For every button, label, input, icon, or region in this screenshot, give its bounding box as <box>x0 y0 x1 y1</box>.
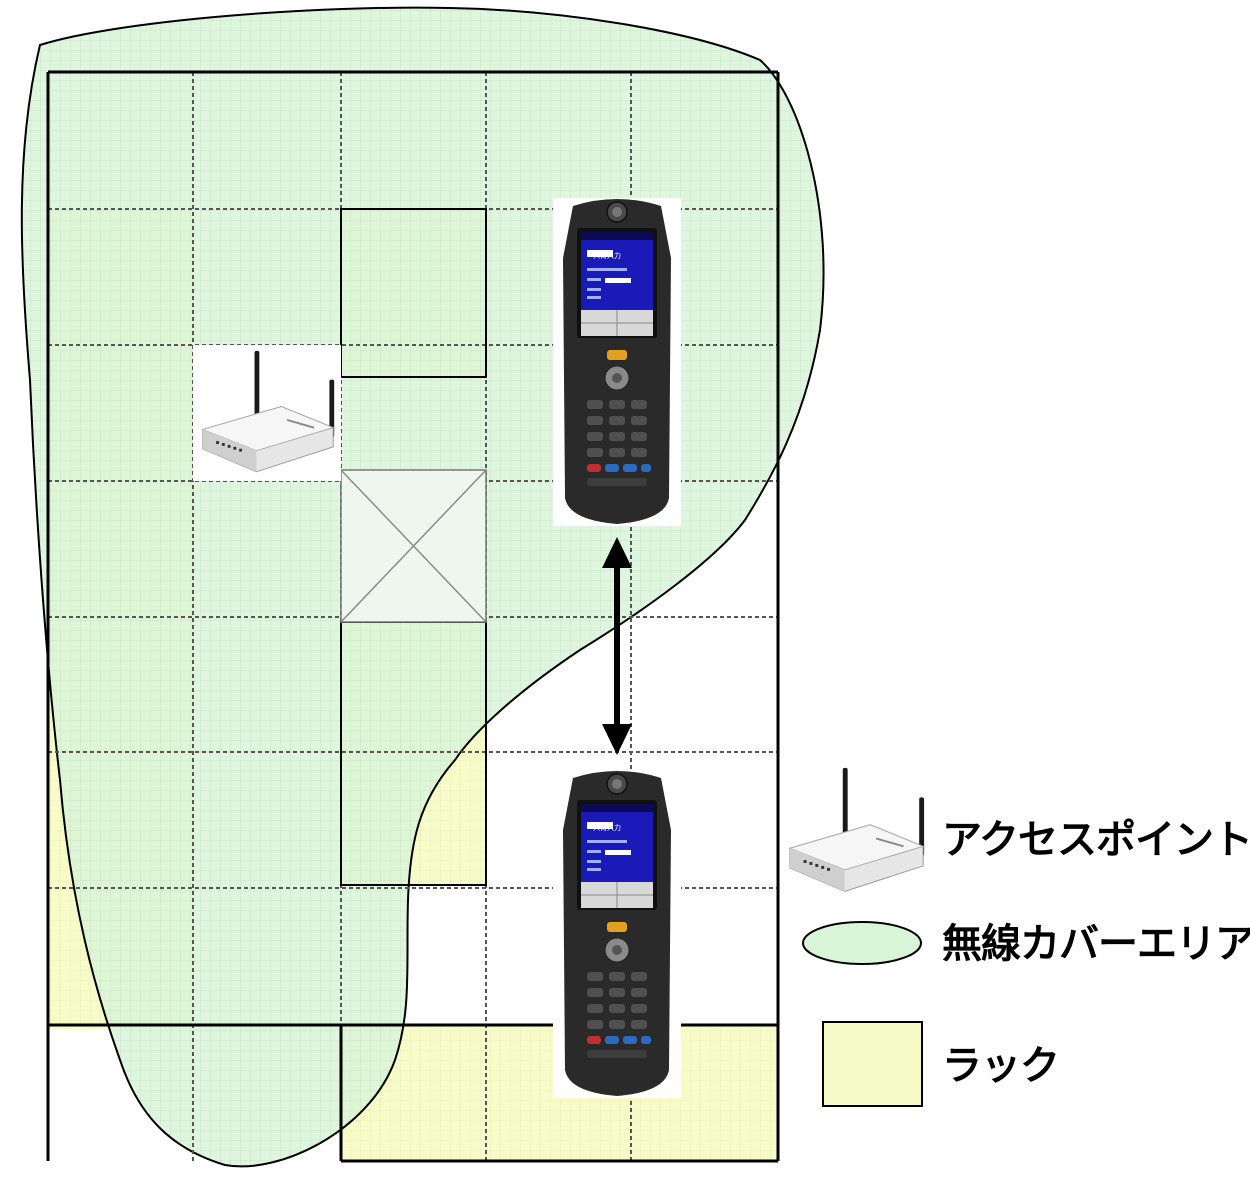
double-arrow-icon <box>602 537 632 755</box>
svg-text:入荷入力: 入荷入力 <box>593 823 621 832</box>
handheld-terminal-icon: 入荷入力 <box>552 197 682 527</box>
wireless-router-icon <box>788 766 926 893</box>
pillar-obstacle <box>340 469 487 623</box>
wireless-router-icon <box>193 345 341 481</box>
legend: アクセスポイント 無線カバーエリア ラック <box>788 766 1250 1107</box>
handheld-terminal-icon: 入荷入力 <box>552 769 682 1099</box>
rack-swatch <box>822 1021 923 1107</box>
legend-rack-label: ラック <box>942 1043 1059 1089</box>
rack-center-top-outline <box>340 208 487 378</box>
coverage-swatch <box>802 921 922 965</box>
legend-coverage-label: 無線カバーエリア <box>942 921 1250 967</box>
legend-access-point-label: アクセスポイント <box>942 817 1250 863</box>
svg-text:入荷入力: 入荷入力 <box>593 251 621 260</box>
